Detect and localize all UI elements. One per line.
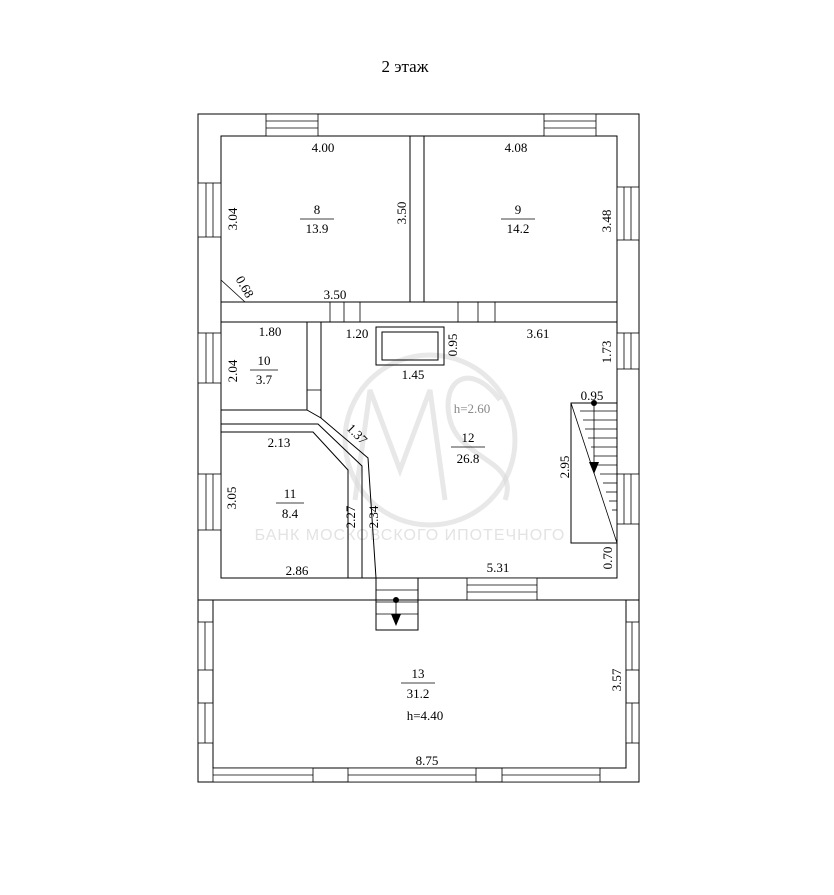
svg-text:2.04: 2.04 [225,359,240,382]
svg-text:4.00: 4.00 [312,140,335,155]
svg-text:2.95: 2.95 [557,456,572,479]
svg-text:0.68: 0.68 [233,273,257,300]
svg-text:5.31: 5.31 [487,560,510,575]
dimension-labels: 4.00 4.08 3.04 3.50 3.48 0.68 3.50 1.80 … [224,140,624,768]
svg-text:2.13: 2.13 [268,435,291,450]
svg-text:10: 10 [258,353,271,368]
svg-text:13.9: 13.9 [306,221,329,236]
svg-text:БАНК МОСКОВСКОГО ИПОТЕЧНОГО: БАНК МОСКОВСКОГО ИПОТЕЧНОГО [255,527,566,544]
svg-text:9: 9 [515,202,522,217]
svg-text:3.50: 3.50 [324,287,347,302]
stair-arrow-icon [589,462,599,474]
svg-text:14.2: 14.2 [507,221,530,236]
svg-text:3.05: 3.05 [224,487,239,510]
stair-treads [580,410,617,511]
svg-text:8: 8 [314,202,321,217]
svg-text:12: 12 [462,430,475,445]
room-10: 10 3.7 [250,353,278,387]
room-labels: 8 13.9 9 14.2 10 3.7 11 8.4 12 26.8 13 3… [250,202,535,723]
watermark-logo: БАНК МОСКОВСКОГО ИПОТЕЧНОГО [255,352,566,544]
svg-text:3.48: 3.48 [599,210,614,233]
outer-walls [197,113,640,783]
svg-text:2.86: 2.86 [286,563,309,578]
svg-text:11: 11 [284,486,297,501]
stair-start-dot [591,400,597,406]
windows [197,113,640,783]
lower-stair-arrow-icon [391,614,401,626]
svg-text:0.95: 0.95 [445,334,460,357]
svg-text:8.4: 8.4 [282,506,299,521]
svg-text:3.50: 3.50 [394,202,409,225]
svg-text:3.57: 3.57 [609,668,624,691]
svg-text:3.7: 3.7 [256,372,273,387]
floor-title: 2 этаж [382,57,429,76]
lower-stair-dot [393,597,399,603]
svg-text:0.70: 0.70 [600,547,615,570]
svg-text:1.20: 1.20 [346,326,369,341]
room-9: 9 14.2 [501,202,535,236]
room-8: 8 13.9 [300,202,334,236]
svg-text:0.95: 0.95 [581,388,604,403]
height-main: h=2.60 [454,401,491,416]
svg-text:1.45: 1.45 [402,367,425,382]
svg-text:4.08: 4.08 [505,140,528,155]
height-room13: h=4.40 [407,708,444,723]
room-12: 12 26.8 [451,430,485,466]
svg-text:3.04: 3.04 [225,207,240,230]
interior-walls [220,135,618,631]
svg-text:13: 13 [412,666,425,681]
svg-text:1.73: 1.73 [599,341,614,364]
svg-text:1.80: 1.80 [259,324,282,339]
svg-text:3.61: 3.61 [527,326,550,341]
svg-text:26.8: 26.8 [457,451,480,466]
room-11: 11 8.4 [276,486,304,521]
svg-text:2.34: 2.34 [366,505,381,528]
svg-text:8.75: 8.75 [416,753,439,768]
svg-text:31.2: 31.2 [407,686,430,701]
svg-text:2.27: 2.27 [343,505,358,528]
room-13: 13 31.2 [401,666,435,701]
